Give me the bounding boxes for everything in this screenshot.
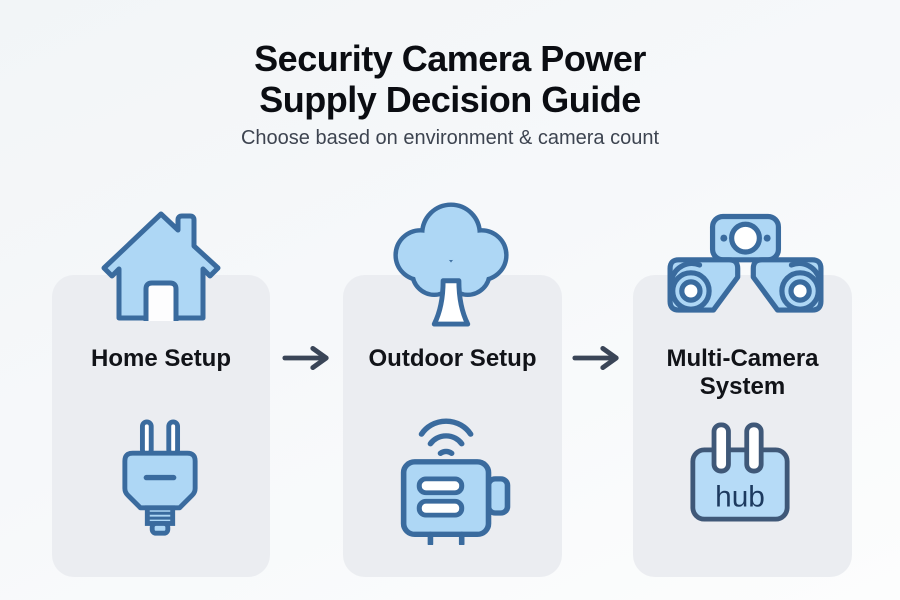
- label-outdoor-setup: Outdoor Setup: [368, 345, 537, 372]
- hub-label: hub: [715, 481, 765, 514]
- title-line-1: Security Camera Power: [254, 38, 646, 79]
- label-home-setup: Home Setup: [90, 345, 231, 372]
- power-hub-icon: hub: [690, 422, 790, 522]
- arrow-right-icon: [282, 345, 329, 371]
- label-multi-camera-system: Multi-Camera System: [666, 345, 819, 400]
- house-icon: [101, 211, 221, 321]
- wifi-power-adapter-icon: [400, 418, 511, 545]
- power-plug-icon: [122, 419, 198, 536]
- multi-camera-icon: [667, 213, 824, 313]
- page-subtitle: Choose based on environment & camera cou…: [240, 127, 660, 149]
- arrow-right-icon: [572, 345, 619, 371]
- page-title: Security Camera Power Supply Decision Gu…: [0, 38, 900, 120]
- card-multi-camera: [633, 275, 852, 577]
- title-line-2: Supply Decision Guide: [259, 79, 641, 120]
- tree-icon: [393, 202, 509, 327]
